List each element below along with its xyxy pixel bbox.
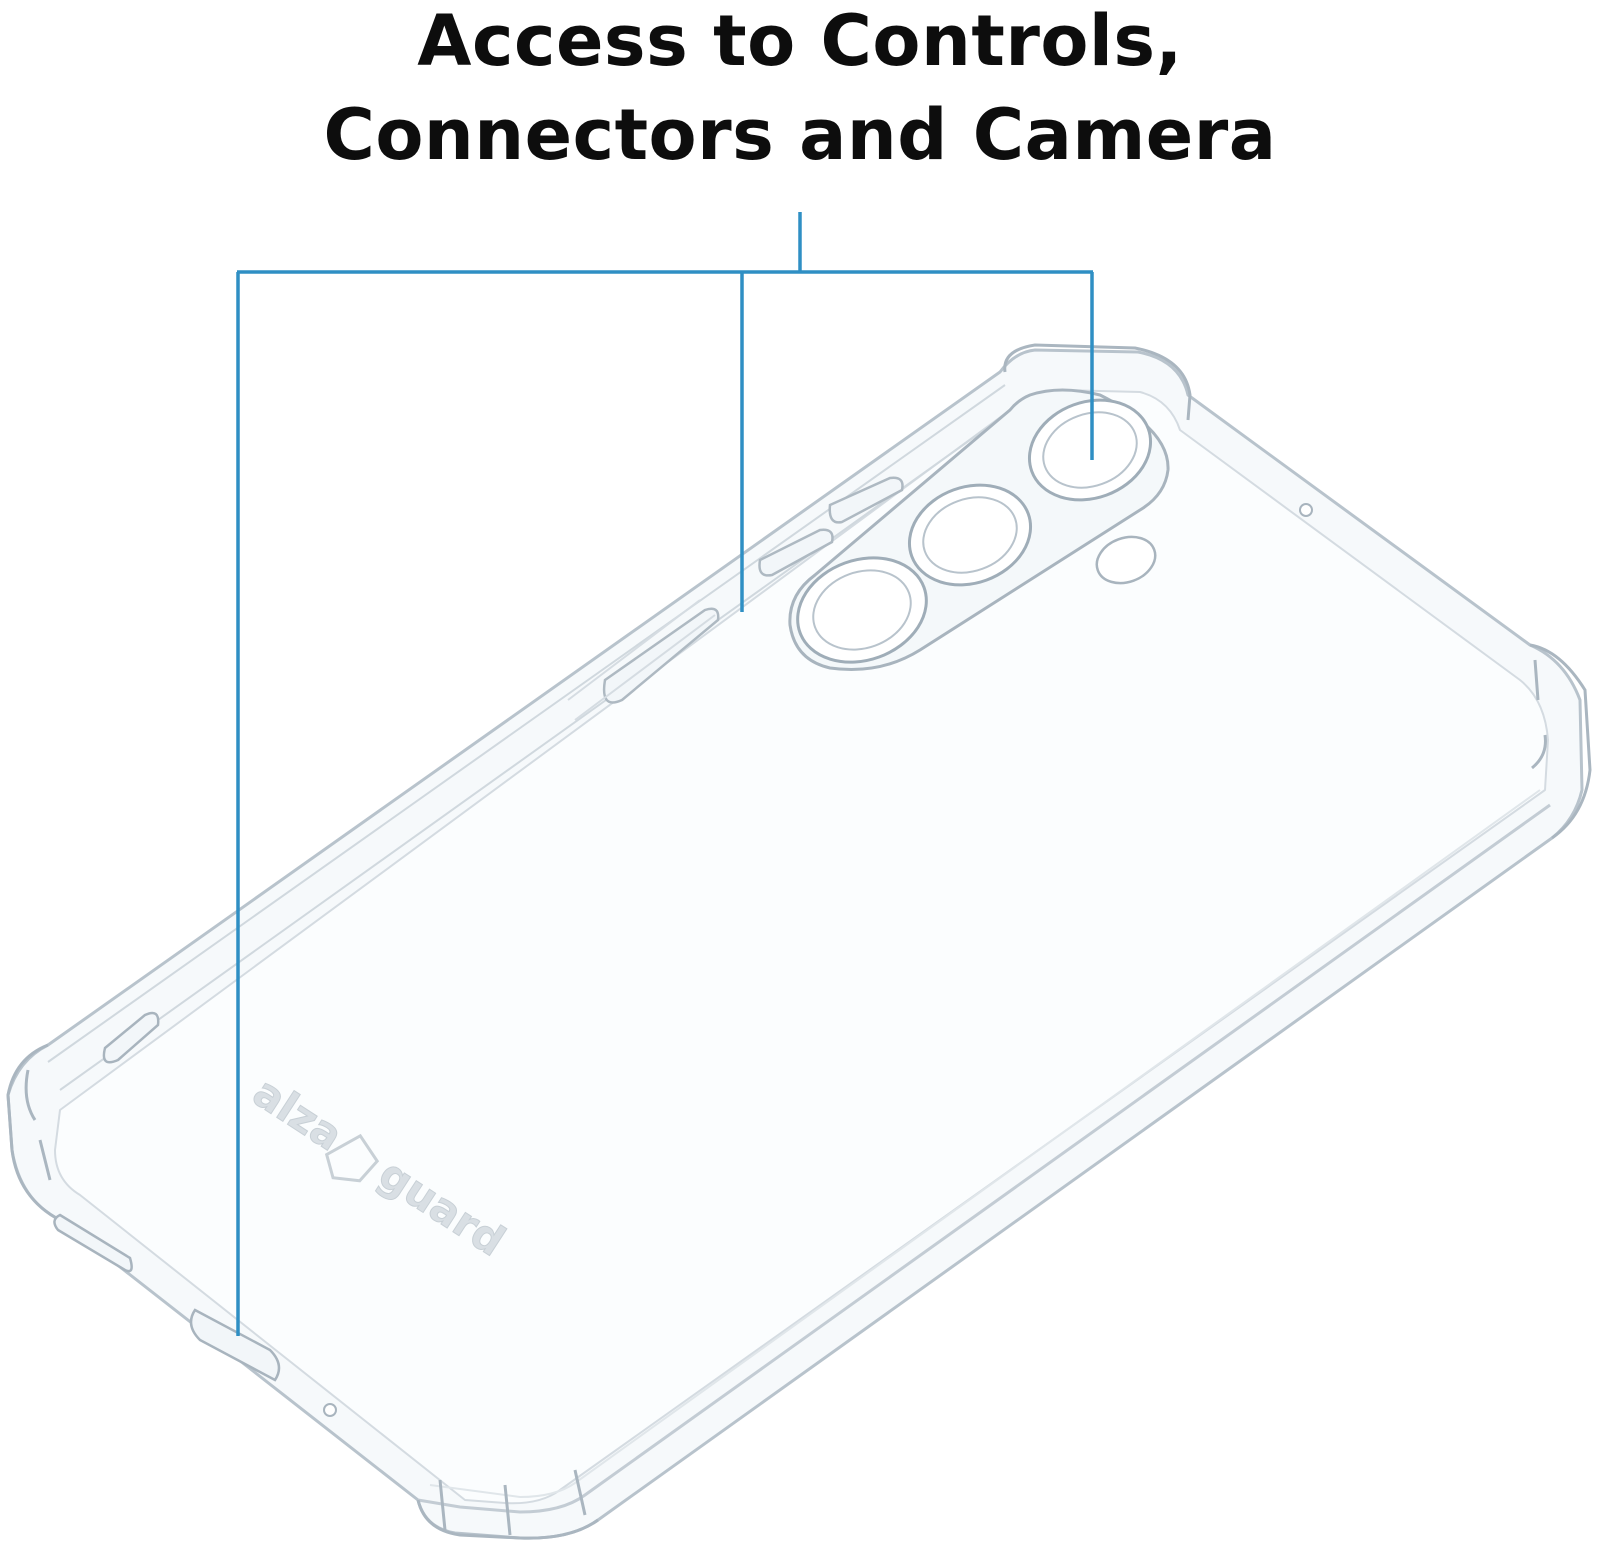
camera-lens-hole-2 bbox=[922, 496, 1018, 574]
alza-shield-icon bbox=[324, 1133, 380, 1183]
case-lower-wall-inner bbox=[429, 789, 1541, 1499]
camera-lens-hole-1 bbox=[1042, 411, 1138, 489]
microphone-hole-bottom bbox=[323, 1403, 337, 1417]
side-button-recess bbox=[567, 599, 716, 721]
phone-case: alza guard bbox=[6, 343, 1592, 1540]
callout-lines bbox=[236, 212, 1094, 1336]
side-button-cutout-middle bbox=[758, 528, 834, 577]
side-button-cutouts bbox=[567, 476, 904, 721]
camera-cutout bbox=[788, 388, 1170, 672]
corner-bumper-left bbox=[6, 1043, 61, 1222]
corner-bumper-top-right bbox=[1003, 343, 1192, 421]
corner-bumper-bottom bbox=[416, 1469, 599, 1540]
camera-flash-hole bbox=[1095, 535, 1157, 585]
headline: Access to Controls, Connectors and Camer… bbox=[0, 0, 1600, 182]
headline-line-1: Access to Controls, bbox=[417, 0, 1183, 82]
bottom-port-cutout bbox=[189, 1308, 281, 1382]
side-button-cutout-upper bbox=[828, 476, 904, 524]
camera-lens-hole-3 bbox=[812, 569, 912, 651]
headline-line-2: Connectors and Camera bbox=[323, 94, 1277, 176]
lanyard-slot bbox=[102, 1011, 160, 1064]
case-lower-wall bbox=[417, 803, 1551, 1514]
microphone-hole-top bbox=[1299, 503, 1313, 517]
case-small-holes bbox=[53, 503, 1313, 1417]
corner-bumper-right bbox=[1529, 643, 1592, 840]
speaker-slot bbox=[53, 1213, 133, 1273]
